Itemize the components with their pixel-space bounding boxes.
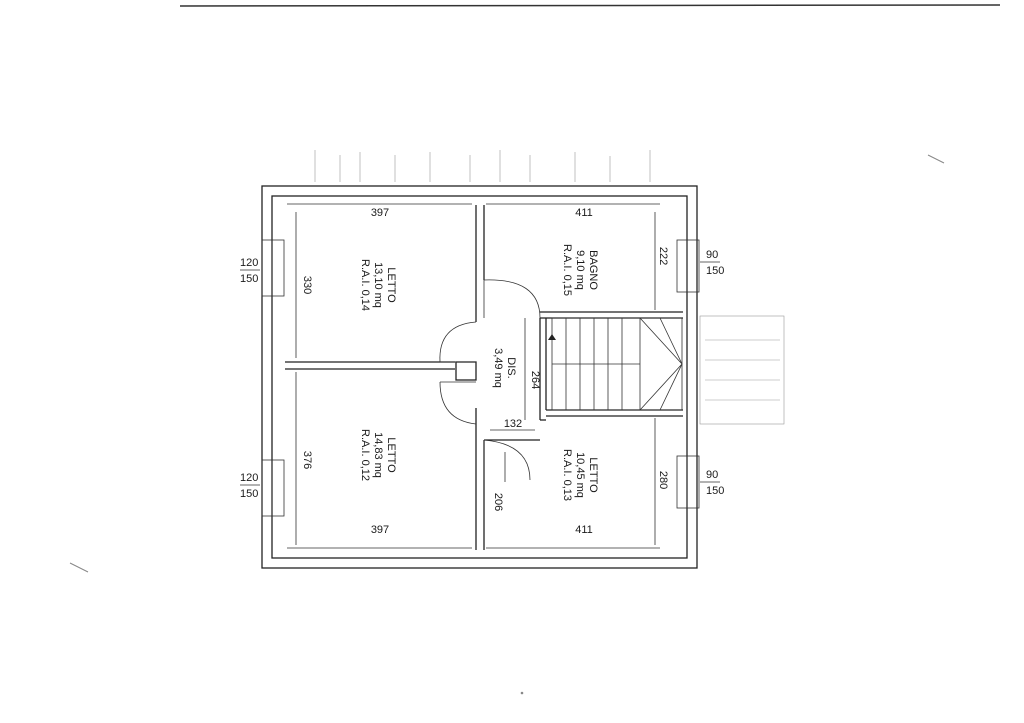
room-label-letto-bottom-right: LETTO 10,45 mq R.A.I. 0,13 [561,449,599,501]
svg-text:150: 150 [706,485,724,497]
room-area: 13,10 mq [372,262,384,308]
dimension-bottom-left-depth: 376 [301,451,313,469]
scan-edge-line [179,4,1001,7]
dimension-corridor-length: 264 [529,371,541,389]
dimension-top-left-width: 397 [371,207,389,219]
room-label-bagno: BAGNO 9,10 mq R.A.I. 0,15 [561,244,599,296]
room-label-letto-bottom-left: LETTO 14,83 mq R.A.I. 0,12 [359,429,397,481]
dimension-bagno-depth: 222 [657,247,669,265]
corridor-arrow-icon [548,334,556,340]
dimension-corridor-width: 132 [504,418,522,430]
dimension-top-right-width: 411 [575,207,593,219]
room-rai: R.A.I. 0,14 [359,259,371,311]
svg-text:90: 90 [706,469,718,481]
room-area: 3,49 mq [492,348,504,388]
dimension-bottom-right-depth: 280 [657,471,669,489]
svg-text:120: 120 [240,472,258,484]
room-name: LETTO [385,267,397,303]
dimension-lines [287,203,660,549]
room-rai: R.A.I. 0,15 [561,244,573,296]
room-rai: R.A.I. 0,12 [359,429,371,481]
room-name: DIS. [505,357,517,378]
room-rai: R.A.I. 0,13 [561,449,573,501]
interior-walls [285,205,683,550]
svg-text:150: 150 [706,265,724,277]
staircase [551,317,683,411]
room-label-letto-top-left: LETTO 13,10 mq R.A.I. 0,14 [359,259,397,311]
room-name: LETTO [587,457,599,493]
room-name: BAGNO [587,250,599,290]
outer-walls [261,185,698,569]
window-label-right-top: 90 150 [700,249,724,277]
room-area: 10,45 mq [574,452,586,498]
dimension-bottom-left-width: 397 [371,524,389,536]
windows [261,239,700,517]
dimension-door-offset: 206 [492,493,504,511]
room-label-disimpegno: DIS. 3,49 mq [492,348,517,388]
dimension-bottom-right-width: 411 [575,524,593,536]
svg-text:90: 90 [706,249,718,261]
window-label-right-bottom: 90 150 [700,469,724,497]
room-name: LETTO [385,437,397,473]
dimension-top-left-depth: 330 [301,276,313,294]
upper-hatching [314,150,651,182]
svg-text:150: 150 [240,273,258,285]
svg-text:150: 150 [240,488,258,500]
door-swings [439,279,541,481]
window-label-left-bottom: 120 150 [240,472,260,500]
terrace-area [699,315,785,425]
scan-specks [69,154,945,695]
window-label-left-top: 120 150 [240,257,260,285]
svg-text:120: 120 [240,257,258,269]
room-area: 14,83 mq [372,432,384,478]
room-area: 9,10 mq [574,250,586,290]
